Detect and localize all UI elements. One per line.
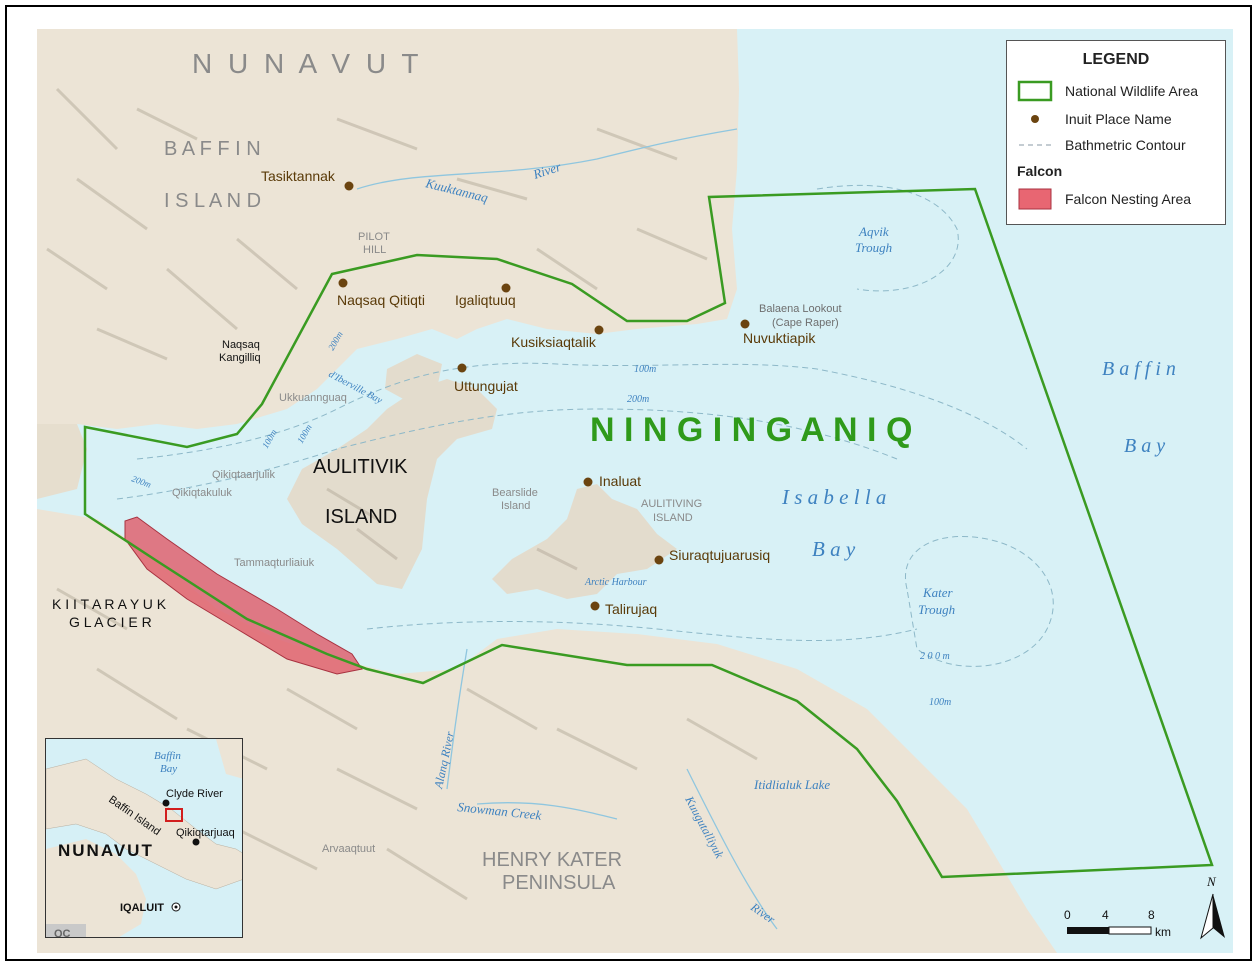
water-arctic-harbour: Arctic Harbour (584, 577, 647, 588)
north-landmass (37, 29, 739, 429)
scale-tick-label: 4 (1102, 908, 1109, 922)
label-bearslide-2: Island (501, 500, 530, 512)
contour-label: 200m (627, 394, 649, 405)
nwa-symbol-icon (1017, 80, 1053, 102)
place-uttungujat: Uttungujat (454, 378, 518, 394)
label-aulitiving-2: ISLAND (653, 512, 693, 524)
legend-title: LEGEND (1082, 51, 1150, 68)
place-inaluat: Inaluat (599, 473, 641, 489)
place-talirujaq: Talirujaq (605, 601, 657, 617)
label-ukkuanng: Ukkuannguaq (279, 392, 347, 404)
legend-category-falcon: Falcon (1017, 163, 1063, 179)
legend-label-nwa: National Wildlife Area (1065, 83, 1199, 99)
falcon-area-icon (1017, 188, 1053, 210)
label-naqsaq-k-1: Naqsaq (222, 339, 260, 351)
legend-label-falcon: Falcon Nesting Area (1065, 191, 1192, 207)
place-nuvuktiapik: Nuvuktiapik (743, 330, 816, 346)
place-tasiktannak: Tasiktannak (261, 168, 336, 184)
label-baffin-2: I S L A N D (164, 190, 261, 212)
terrain-shading (46, 87, 758, 901)
falcon-nesting-area (124, 516, 363, 675)
label-bearslide-1: Bearslide (492, 487, 538, 499)
inset-baffin-bay-1: Baffin (154, 750, 181, 762)
north-arrow-icon: N (1200, 874, 1225, 940)
water-itidlialuk: Itidlialuk Lake (753, 777, 830, 792)
scale-tick-label: 8 (1148, 908, 1155, 922)
rivers (356, 128, 778, 930)
label-aulitiving-1: AULITIVING (641, 498, 702, 510)
label-aulitivik-2: ISLAND (325, 506, 397, 528)
water-aqvik-1: Aqvik (858, 224, 889, 239)
inset-canvas: Baffin Bay Clyde River Baffin Island Qik… (46, 739, 242, 938)
water-aqvik-2: Trough (855, 240, 892, 255)
label-kiitarayuk-1: K I I T A R A Y U K (52, 596, 167, 612)
aulitiving-island-shape (492, 484, 677, 599)
inset-baffin-bay-2: Bay (160, 763, 177, 775)
label-kiitarayuk-2: G L A C I E R (69, 614, 152, 630)
label-aulitivik-1: AULITIVIK (313, 456, 408, 478)
water-isabella-1: I s a b e l l a (781, 485, 886, 509)
inset-nunavut: NUNAVUT (58, 841, 154, 860)
label-nunavut: N U N A V U T (192, 48, 422, 79)
north-label: N (1206, 874, 1217, 889)
inset-qikiqtarjuaq: Qikiqtarjuaq (176, 827, 235, 839)
contour-label: 100m (634, 364, 656, 375)
label-ninginganiq: N I N G I N G A N I Q (590, 411, 912, 449)
contour-line-icon (1017, 134, 1053, 156)
label-qikiqtaarjulik: Qikiqtaarjulik (212, 469, 275, 481)
water-baffin-bay-1: B a f f i n (1102, 358, 1176, 380)
legend-item-place: Inuit Place Name (1017, 107, 1172, 131)
label-tammaq: Tammaqturliaiuk (234, 557, 315, 569)
label-arvaaqtuut: Arvaaqtuut (322, 843, 375, 855)
water-kater-2: Trough (918, 602, 955, 617)
scale-unit: km (1155, 925, 1171, 939)
label-balaena-1: Balaena Lookout (759, 303, 842, 315)
place-dot-icon (1017, 108, 1053, 130)
place-kusiksiaqtalik: Kusiksiaqtalik (511, 334, 597, 350)
label-qikiqtakuluk: Qikiqtakuluk (172, 487, 232, 499)
legend-box: LEGEND National Wildlife Area Inuit Plac… (1006, 40, 1226, 225)
small-island (385, 354, 442, 401)
legend-item-contour: Bathmetric Contour (1017, 133, 1186, 157)
inset-iqaluit: IQALUIT (120, 902, 164, 914)
place-naqsaq-qitiqti: Naqsaq Qitiqti (337, 292, 425, 308)
label-pilot-1: PILOT (358, 231, 390, 243)
legend-label-contour: Bathmetric Contour (1065, 137, 1186, 153)
place-dots (338, 181, 750, 611)
label-henry-kater-2: PENINSULA (502, 872, 616, 894)
legend-label-place: Inuit Place Name (1065, 111, 1172, 127)
scale-tick-label: 0 (1064, 908, 1071, 922)
place-siuraqtujuarusiq: Siuraqtujuarusiq (669, 547, 770, 563)
national-wildlife-area-boundary (83, 187, 1214, 879)
south-landmass (37, 509, 1057, 953)
label-pilot-2: HILL (363, 244, 386, 256)
west-shore (37, 424, 87, 499)
inset-qc: QC (54, 928, 71, 938)
contour-label: 100m (929, 697, 951, 708)
legend-item-falcon: Falcon Nesting Area (1017, 187, 1191, 211)
label-naqsaq-k-2: Kangilliq (219, 352, 261, 364)
map-frame: N U N A V U T B A F F I N I S L A N D PI… (5, 5, 1252, 961)
inset-clyde-river: Clyde River (166, 788, 223, 800)
label-baffin-1: B A F F I N (164, 138, 261, 160)
legend-item-nwa: National Wildlife Area (1017, 79, 1198, 103)
bathymetric-contours (116, 184, 1054, 667)
aulitivik-island-shape (287, 379, 497, 589)
place-igaliqtuuq: Igaliqtuuq (455, 292, 516, 308)
scale-bar: 0 4 8 km (1064, 908, 1171, 939)
inset-map: Baffin Bay Clyde River Baffin Island Qik… (45, 738, 243, 938)
water-baffin-bay-2: B a y (1124, 435, 1165, 457)
label-balaena-2: (Cape Raper) (772, 317, 839, 329)
label-henry-kater-1: HENRY KATER (482, 849, 622, 871)
contour-label: 2 0 0 m (920, 651, 950, 662)
water-isabella-2: B a y (812, 537, 856, 561)
water-kater-1: Kater (922, 585, 954, 600)
